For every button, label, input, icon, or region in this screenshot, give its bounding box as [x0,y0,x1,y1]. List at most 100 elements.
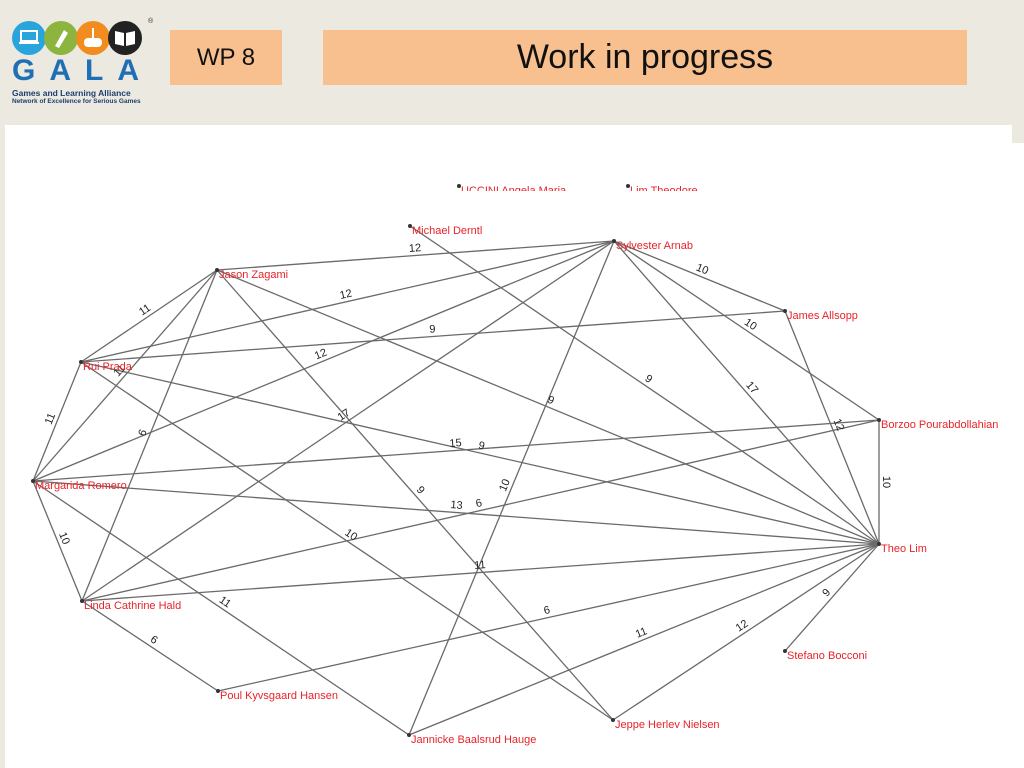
edge-weight-label: 9 [820,587,833,600]
edge-weight-label: 6 [543,604,552,617]
graph-edge [408,543,880,736]
graph-edge [784,543,880,652]
graph-node [215,268,219,272]
logo-subtitle: Games and Learning Alliance [12,88,131,98]
edge-weight-label: 11 [474,559,486,572]
logo-tagline: Network of Excellence for Serious Games [12,98,141,105]
graph-node [216,689,220,693]
graph-edge [81,269,218,602]
node-label: Stefano Bocconi [787,650,867,662]
edge-weight-label: 12 [734,618,751,635]
node-label: Jannicke Baalsrud Hauge [411,734,536,746]
graph-edge [32,269,218,482]
edge-weight-label: 12 [408,242,421,255]
edge-weight-label: 12 [313,347,329,363]
graph-node [407,733,411,737]
node-label: Jason Zagami [219,269,288,281]
graph-node [408,224,412,228]
graph-edge [216,269,880,545]
graph-edge [80,269,218,363]
node-label: Linda Cathrine Hald [84,600,181,612]
edge-weight-label: 12 [831,417,847,433]
graph-node [79,360,83,364]
canvas-edge [1012,143,1024,768]
logo-wordmark: GALA [12,54,153,87]
edge-weight-label: 10 [497,477,513,493]
graph-node [783,649,787,653]
graph-node [80,599,84,603]
edge-weight-label: 9 [643,373,655,386]
graph-edge [81,419,880,602]
clip-mask [440,191,740,205]
graph-node [877,418,881,422]
graph-edge [612,543,880,721]
graph-edge [409,225,880,545]
graph-edge [216,240,615,271]
edge-weight-label: 11 [137,302,153,318]
graph-edge [408,240,615,736]
edge-weight-label: 11 [634,625,649,640]
node-label: Margarida Romero [35,480,127,492]
graph-edge [32,240,615,482]
graph-edge [32,419,880,482]
edge-weight-label: 11 [43,411,58,426]
edge-weight-label: 9 [477,440,486,453]
graph-edge-labels: 12 11 11 10 10 10 10 9 12 11 6 12 9 12 15 13 11 6 17 6 9 17 12… [43,242,892,647]
graph-edge [81,240,615,602]
edge-weight-label: 10 [56,530,72,546]
node-label: Theo Lim [881,543,927,555]
work-package-label: WP 8 [170,30,282,85]
edge-weight-label: 6 [136,428,149,438]
edge-weight-label: 9 [429,323,436,335]
graph-node [877,542,881,546]
edge-weight-label: 17 [336,407,353,424]
graph-edge [613,240,880,421]
node-label: Michael Derntl [412,225,482,237]
edge-weight-label: 9 [414,484,427,497]
graph-edge [613,240,786,312]
graph-edge [81,600,219,692]
graph-node [31,479,35,483]
edge-weight-label: 13 [450,499,463,512]
graph-edges [32,225,880,736]
graph-edge [80,310,786,363]
edge-weight-label: 6 [475,497,484,510]
edge-weight-label: 17 [743,379,760,396]
graph-node [611,718,615,722]
edge-weight-label: 10 [880,476,892,488]
edge-weight-label: 12 [339,287,354,301]
graph-edge [80,361,880,545]
graph-node [626,184,630,188]
graph-edge [784,310,880,545]
graph-edge [80,240,615,363]
graph-edge [217,543,880,692]
edge-weight-label: 6 [148,633,160,646]
graph-edge [80,361,614,721]
edge-weight-label: 10 [742,316,759,333]
graph-edge [81,543,880,602]
edge-weight-label: 9 [546,394,556,407]
slide-header: ® GALA Games and Learning Alliance Netwo… [0,0,1024,125]
graph-edge [32,480,880,545]
node-label: Jeppe Herlev Nielsen [615,719,720,731]
edge-weight-label: 10 [694,262,710,278]
book-icon [108,21,142,55]
graph-edge [613,240,880,545]
graph-edge [216,269,614,721]
edge-weight-label: 11 [217,594,233,610]
graph-edge [32,480,410,736]
gala-logo: ® GALA Games and Learning Alliance Netwo… [10,18,154,108]
registered-mark: ® [148,18,154,25]
slide-title: Work in progress [323,30,967,85]
graph-edge [32,480,83,602]
node-label: Sylvester Arnab [616,240,693,252]
graph-edge [32,361,82,482]
edge-weight-label: 15 [449,437,462,450]
node-label: Poul Kyvsgaard Hansen [220,690,338,702]
node-label: Borzoo Pourabdollahian [881,419,998,431]
logo-circles [12,21,142,55]
graph-node [457,184,461,188]
laptop-icon [12,21,46,55]
node-label: James Allsopp [787,310,858,322]
graph-nodes: UCCINI Angela MariaLim TheodoreMichael D… [31,184,998,746]
